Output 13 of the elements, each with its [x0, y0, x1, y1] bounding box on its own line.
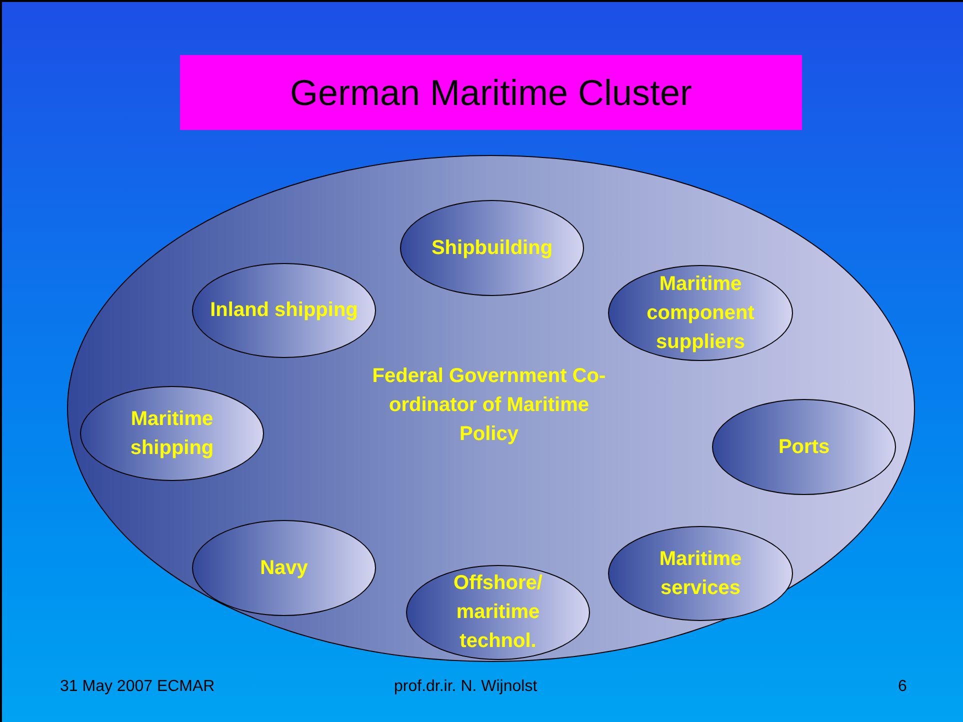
sector-label: Inland shipping: [209, 298, 359, 323]
sector-label: Maritime component suppliers: [646, 272, 756, 354]
footer-text: 31 May 2007 ECMAR: [60, 677, 215, 697]
sector-label: Navy: [259, 556, 309, 580]
footer-text: 6: [898, 677, 907, 697]
center-label: Federal Government Co-ordinator of Maritime Policy: [371, 364, 607, 447]
sector-label: Maritime shipping: [129, 406, 215, 460]
title-banner: German Maritime Cluster: [180, 55, 802, 130]
sector-label: Offshore/ maritime technol.: [452, 571, 544, 654]
sector-label: Ports: [777, 434, 831, 460]
sector-label: Shipbuilding: [430, 236, 554, 260]
sector-label: Maritime services: [658, 546, 743, 600]
footer-text: prof.dr.ir. N. Wijnolst: [394, 677, 538, 697]
